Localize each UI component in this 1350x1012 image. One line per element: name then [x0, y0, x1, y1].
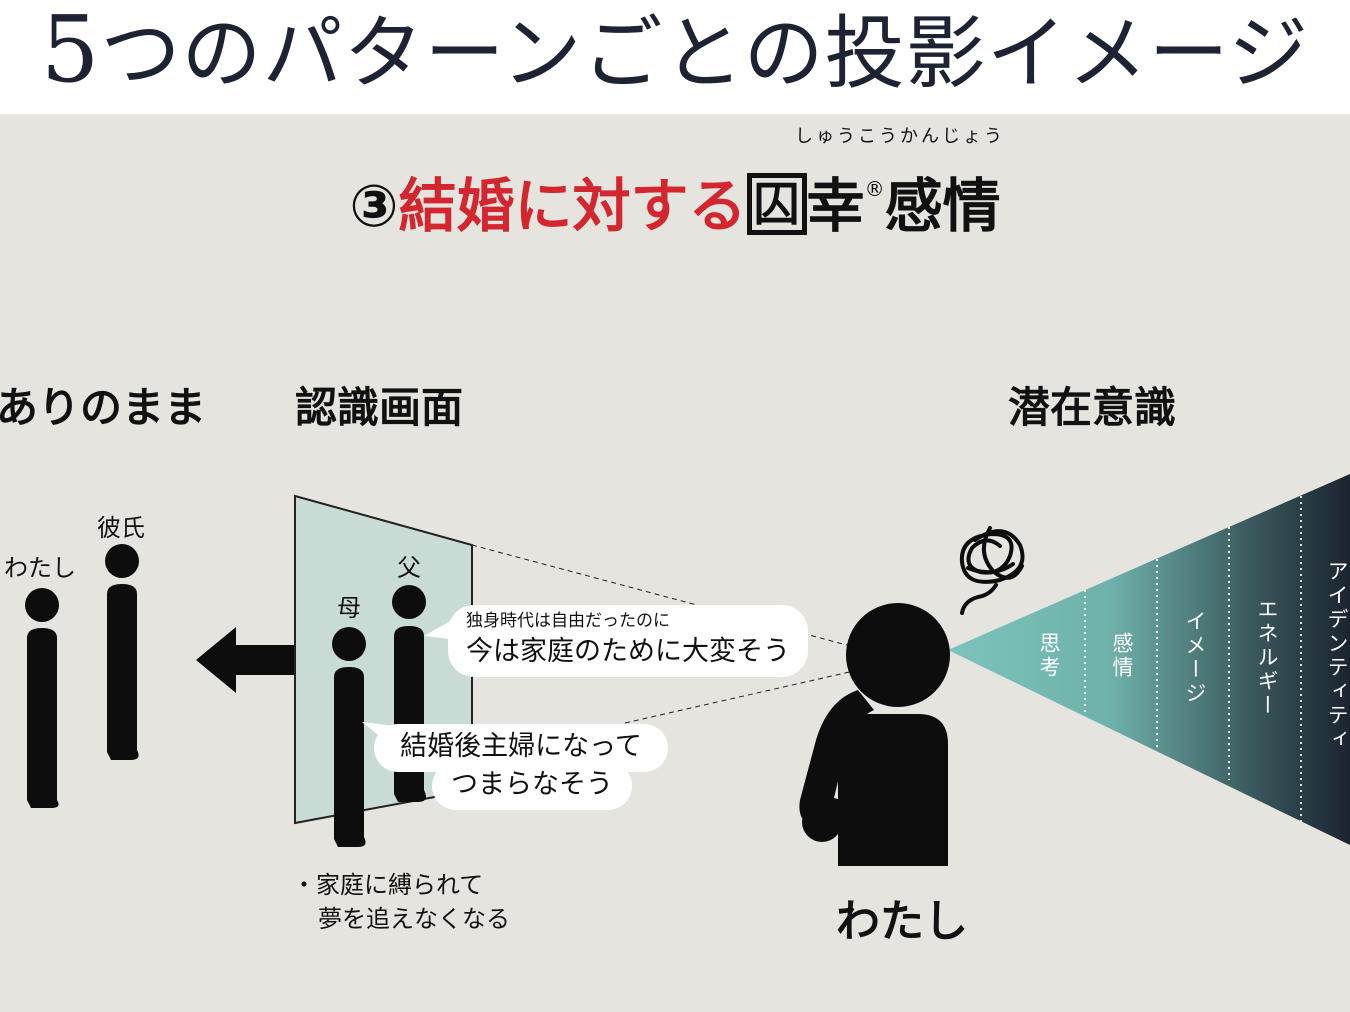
label-father: 父 [397, 554, 421, 582]
pattern-number: ③ [349, 172, 399, 240]
subtitle-red-text: 結婚に対する [398, 172, 747, 240]
label-boyfriend: 彼氏 [97, 514, 145, 542]
cone-layer-thought: 思考 [1037, 632, 1061, 680]
bubble-top-small: 独身時代は自由だったのに [466, 611, 670, 631]
projection-arrow-icon [196, 627, 296, 693]
subtitle-tail: 感情 [884, 172, 1001, 240]
bubble-bottom-line1: 結婚後主婦になって [400, 731, 642, 762]
section-subconscious: 潜在意識 [1008, 383, 1177, 432]
figure-mother [332, 627, 366, 847]
header-band [0, 0, 1350, 114]
pattern-subtitle: ③結婚に対する囚幸®感情 [0, 150, 1350, 245]
section-reality: ありのまま [0, 383, 207, 432]
cone-layer-energy: エネルギー [1255, 598, 1279, 718]
bubble-bottom-line2: つまらなそう [451, 769, 613, 800]
title-text: つのパターンごとの投影イメージ [100, 7, 1310, 100]
cone-layer-identity: アイデンティティ [1325, 560, 1349, 752]
page-title: 5つのパターンごとの投影イメージ [0, 0, 1350, 114]
boxed-kanji: 囚 [746, 173, 807, 235]
person-label: わたし [836, 896, 968, 947]
bubble-top-main: 今は家庭のために大変そう [466, 636, 790, 667]
cone-layer-emotion: 感情 [1110, 632, 1134, 680]
figure-me [25, 588, 59, 808]
section-screen: 認識画面 [295, 383, 464, 432]
cone-layer-image: イメージ [1183, 610, 1207, 706]
kanji-after-box: 幸 [806, 172, 865, 240]
label-me: わたし [4, 554, 76, 582]
projection-line-bottom [624, 669, 859, 724]
subtitle-ruby: しゅうこうかんじょう [795, 126, 1005, 147]
tangled-scribble-icon [959, 526, 1025, 615]
cone-dividers [1084, 496, 1302, 823]
projection-line-top [471, 544, 859, 649]
note-text: ・家庭に縛られて 夢を追えなくなる [292, 868, 510, 936]
figure-boyfriend [105, 544, 139, 760]
note-line2: 夢を追えなくなる [318, 905, 510, 933]
note-line1: ・家庭に縛られて [292, 871, 484, 899]
speech-bubble-top: 独身時代は自由だったのに 今は家庭のために大変そう [448, 605, 808, 677]
title-number: 5 [40, 0, 101, 103]
speech-bubble-bottom-line2: つまらなそう [432, 762, 632, 810]
thinking-person-icon [799, 603, 950, 866]
registered-mark: ® [864, 177, 885, 201]
subconscious-cone [948, 474, 1350, 845]
label-mother: 母 [337, 594, 361, 622]
